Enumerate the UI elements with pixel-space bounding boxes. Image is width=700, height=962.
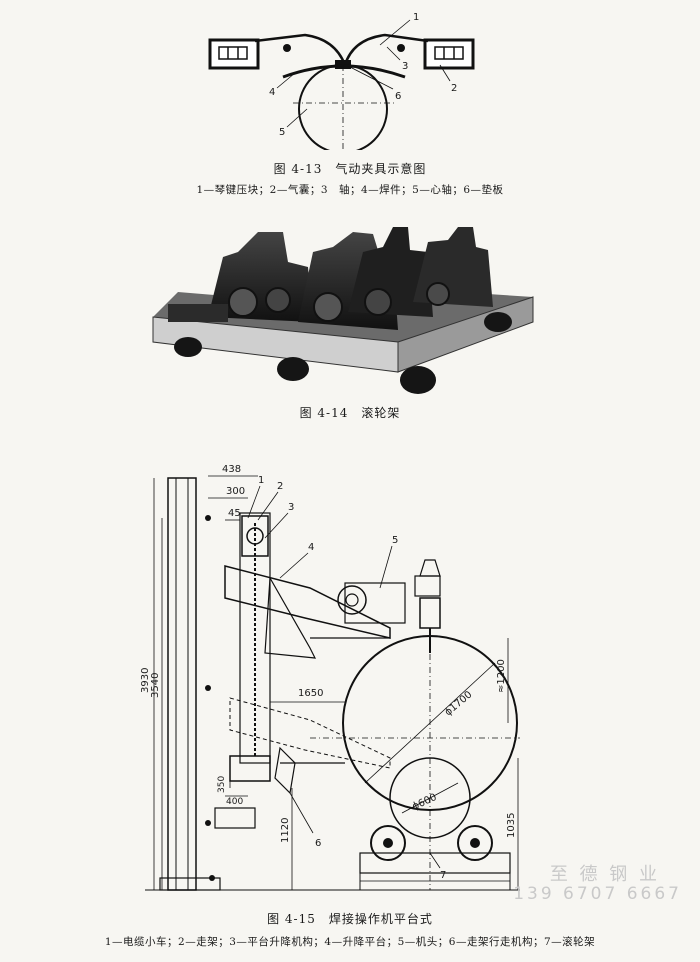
fig15-label-1: 1 — [258, 475, 264, 486]
fig13-label-4: 4 — [269, 87, 275, 98]
dim-438: 438 — [222, 464, 241, 475]
dim-45: 45 — [228, 508, 241, 519]
fig13-legend: 1—琴键压块；2—气囊；3 轴；4—焊件；5—心轴；6—垫板 — [196, 184, 504, 196]
dim-300: 300 — [226, 486, 245, 497]
watermark-phone: 139 6707 6667 — [513, 884, 682, 904]
dim-3930: 3930 — [140, 668, 151, 693]
dim-400: 400 — [226, 797, 243, 807]
fig15-label-3: 3 — [288, 502, 294, 513]
fig15-legend: 1—电缆小车；2—走架；3—平台升降机构；4—升降平台；5—机头；6—走架行走机… — [104, 936, 596, 948]
figure-4-13-diagram: 1 3 2 4 6 5 — [208, 12, 475, 150]
fig13-label-5: 5 — [279, 127, 285, 138]
roller-frame-photo — [152, 227, 534, 394]
fig15-label-7: 7 — [440, 870, 446, 881]
dim-1200: ≈1200 — [496, 659, 507, 693]
fig15-caption: 图 4-15 焊接操作机平台式 — [267, 912, 433, 926]
figure-4-15-diagram: 438 300 45 3930 3540 1650 ≈1200 ϕ1700 ϕ6… — [140, 464, 520, 891]
fig14-caption: 图 4-14 滚轮架 — [299, 406, 401, 420]
dim-1035: 1035 — [506, 813, 517, 838]
dim-phi1700: ϕ1700 — [443, 689, 475, 718]
watermark-company: 至 德 钢 业 — [549, 864, 660, 885]
dim-1650: 1650 — [298, 688, 323, 699]
dim-350: 350 — [217, 776, 227, 793]
fig13-label-6: 6 — [395, 91, 401, 102]
fig15-label-5: 5 — [392, 535, 398, 546]
fig13-caption: 图 4-13 气动夹具示意图 — [273, 162, 427, 176]
fig13-label-3: 3 — [402, 61, 408, 72]
fig13-label-2: 2 — [451, 83, 457, 94]
fig15-label-6: 6 — [315, 838, 321, 849]
fig13-label-1: 1 — [413, 12, 419, 23]
dim-3540: 3540 — [150, 673, 161, 698]
fig15-label-2: 2 — [277, 481, 283, 492]
fig15-label-4: 4 — [308, 542, 314, 553]
dim-1120: 1120 — [280, 818, 291, 843]
